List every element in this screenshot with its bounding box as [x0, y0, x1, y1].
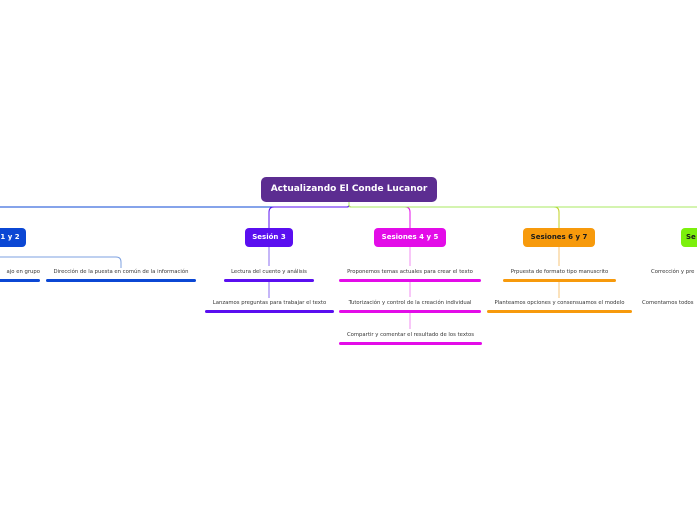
branch1-child-direccion[interactable]: Dirección de la puesta en común de la in…: [46, 268, 196, 282]
leaf-label: Comentamos todos: [642, 300, 694, 306]
branch6-child-opciones[interactable]: Planteamos opciones y consensuamos el mo…: [487, 299, 632, 313]
leaf-label: Prpuesta de formato tipo manuscrito: [510, 269, 609, 275]
branch3-child-lectura[interactable]: Lectura del cuento y análisis: [224, 268, 314, 282]
leaf-underline: [503, 279, 616, 282]
leaf-label: Planteamos opciones y consensuamos el mo…: [494, 300, 625, 306]
central-topic[interactable]: Actualizando El Conde Lucanor: [261, 177, 437, 202]
leaf-underline: [339, 342, 482, 345]
leaf-label: Corrección y pre: [651, 269, 695, 275]
leaf-underline: [339, 279, 481, 282]
leaf-label: Proponemos temas actuales para crear el …: [347, 269, 473, 275]
branch8-child-correccion[interactable]: Corrección y pre: [646, 268, 697, 279]
branch-sesiones-4-5[interactable]: Sesiones 4 y 5: [374, 228, 446, 247]
leaf-label: Lanzamos preguntas para trabajar el text…: [212, 300, 327, 306]
leaf-underline: [339, 310, 481, 313]
branch-sesion-3[interactable]: Sesión 3: [245, 228, 293, 247]
branch-sesiones-8[interactable]: Se: [681, 228, 697, 247]
branch4-child-temas[interactable]: Proponemos temas actuales para crear el …: [339, 268, 481, 282]
leaf-underline: [487, 310, 632, 313]
branch3-child-preguntas[interactable]: Lanzamos preguntas para trabajar el text…: [205, 299, 334, 313]
branch6-child-formato[interactable]: Prpuesta de formato tipo manuscrito: [503, 268, 616, 282]
branch4-child-tutorizacion[interactable]: Tutorización y control de la creación in…: [339, 299, 481, 313]
leaf-underline: [46, 279, 196, 282]
leaf-underline: [205, 310, 334, 313]
branch4-child-compartir[interactable]: Compartir y comentar el resultado de los…: [339, 331, 482, 345]
leaf-underline: [224, 279, 314, 282]
leaf-label: ajo en grupo: [6, 269, 40, 275]
branch1-child-trabajo-grupo[interactable]: ajo en grupo: [0, 268, 40, 282]
leaf-label: Tutorización y control de la creación in…: [348, 300, 472, 306]
branch-sesiones-6-7[interactable]: Sesiones 6 y 7: [523, 228, 595, 247]
leaf-label: Dirección de la puesta en común de la in…: [53, 269, 189, 275]
leaf-label: Lectura del cuento y análisis: [231, 269, 307, 275]
leaf-label: Compartir y comentar el resultado de los…: [346, 332, 475, 338]
branch8-child-comentamos[interactable]: Comentamos todos: [637, 299, 697, 310]
leaf-underline: [0, 279, 40, 282]
branch-sesiones-1-2[interactable]: 1 y 2: [0, 228, 26, 247]
